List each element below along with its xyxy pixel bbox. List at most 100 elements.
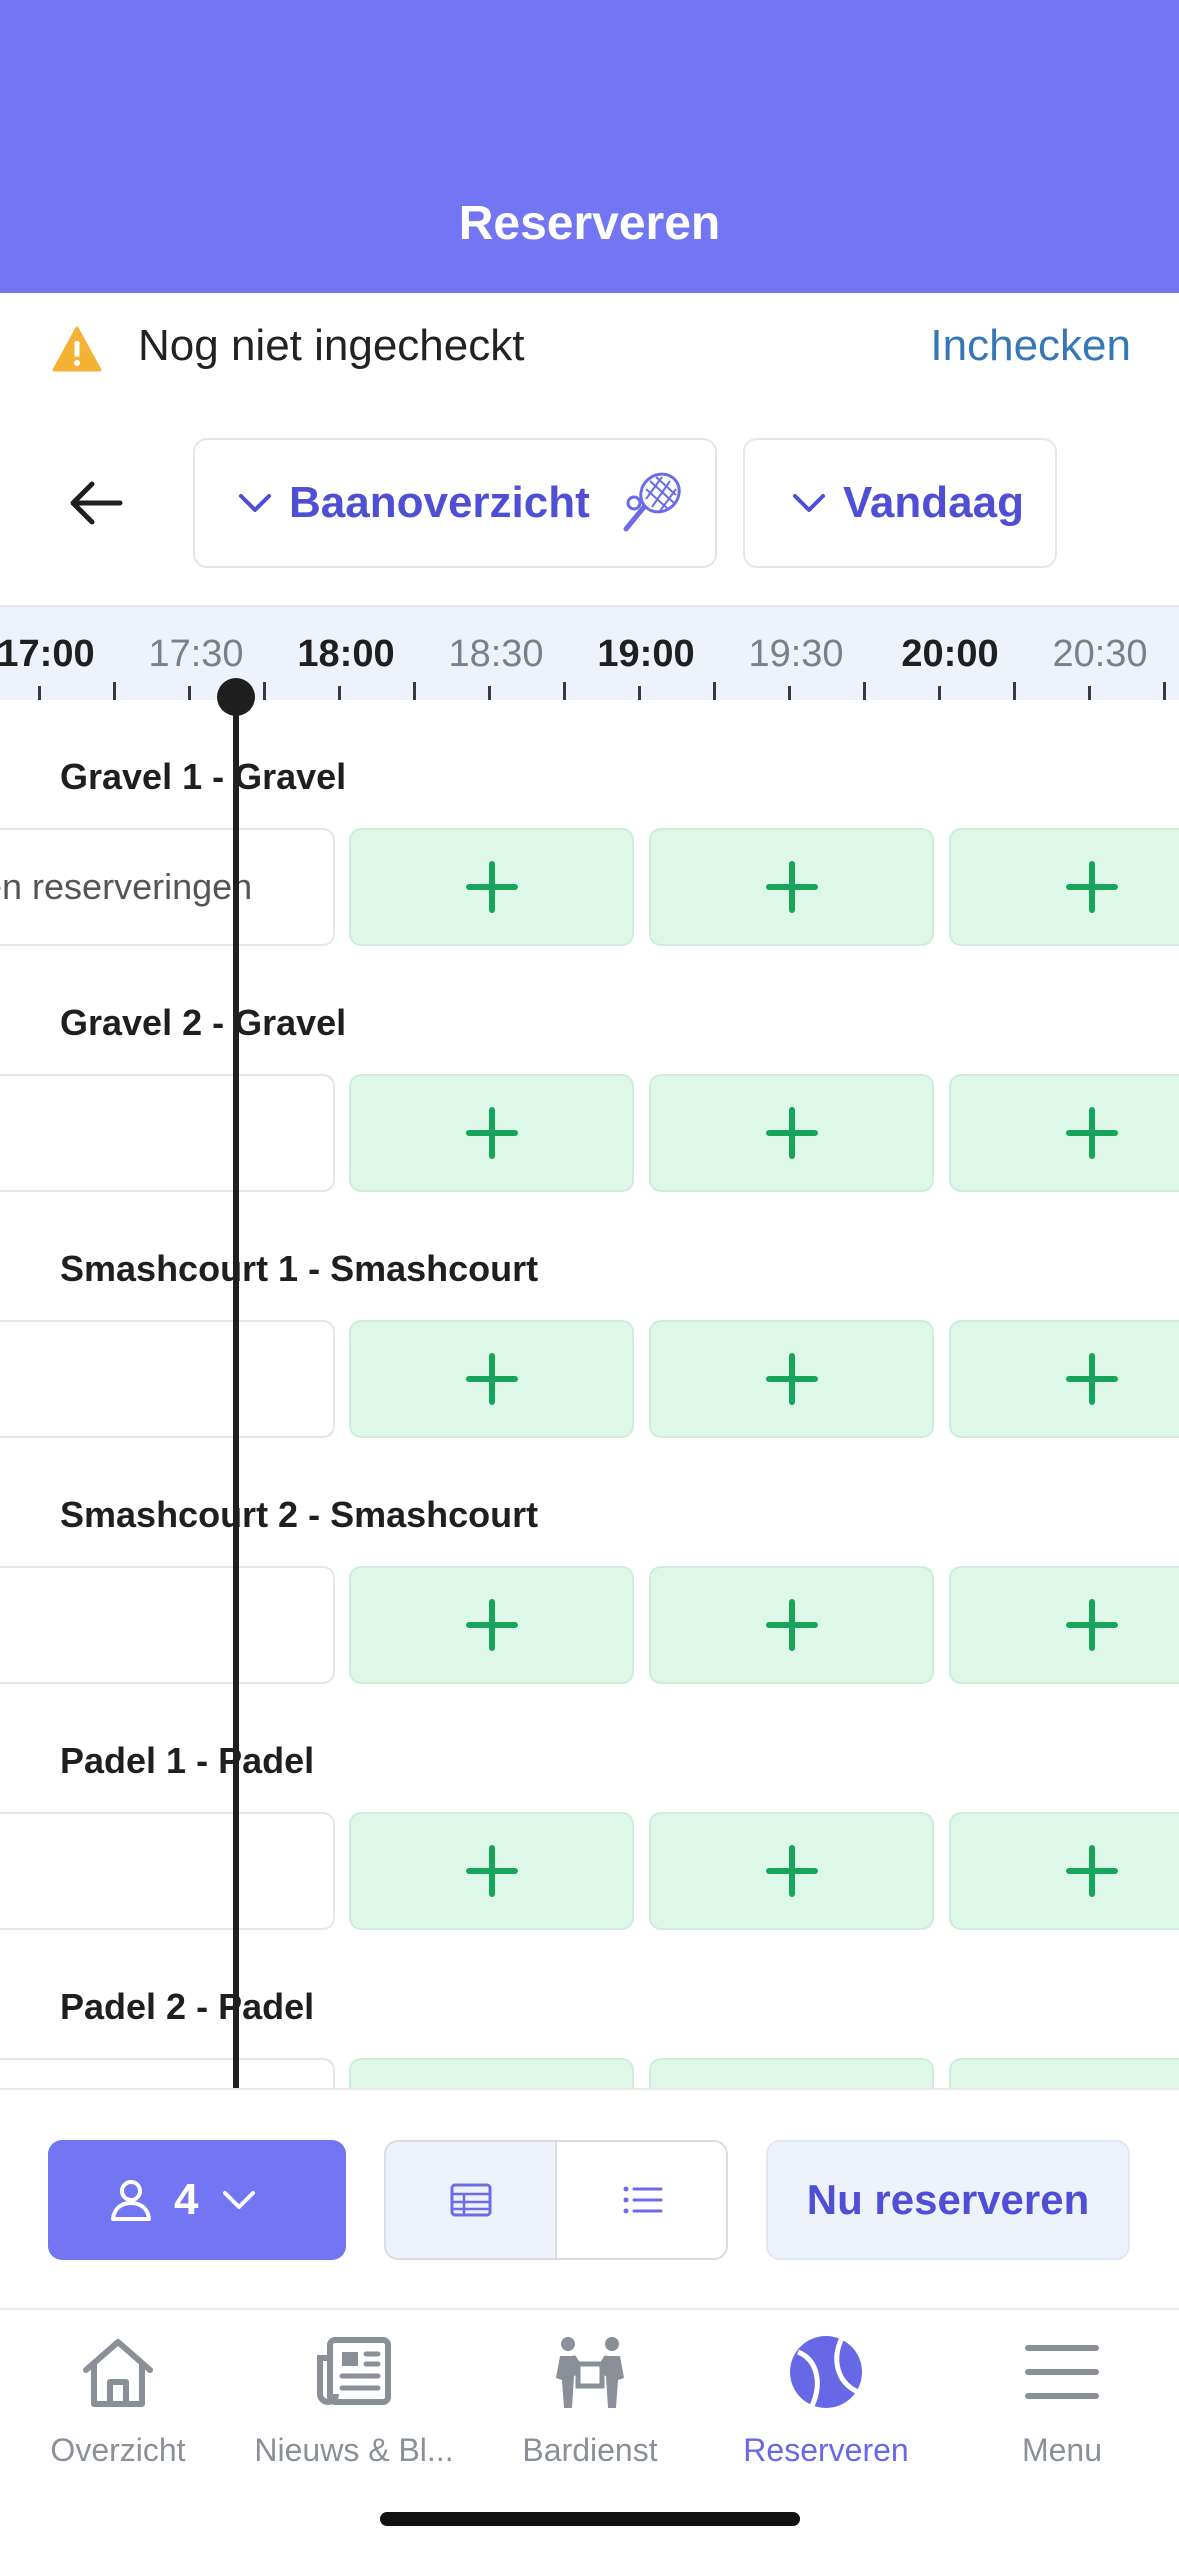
plus-icon	[1065, 1107, 1118, 1159]
tab-menu[interactable]: Menu	[944, 2330, 1179, 2469]
arrow-left-icon	[70, 481, 123, 525]
add-reservation-button[interactable]	[949, 1566, 1179, 1684]
court-title: Padel 2 - Padel	[60, 1986, 315, 2027]
add-reservation-button[interactable]	[949, 1320, 1179, 1438]
reserved-slot[interactable]	[0, 1566, 335, 1684]
time-tick	[1013, 682, 1016, 700]
add-reservation-button[interactable]	[649, 1812, 934, 1930]
add-reservation-button[interactable]	[349, 1320, 634, 1438]
time-tick	[563, 682, 566, 700]
time-label: 20:00	[901, 633, 999, 675]
reservation-action-bar: 4 Nu reserveren	[0, 2088, 1179, 2308]
add-reservation-button[interactable]	[649, 1320, 934, 1438]
tab-label: Nieuws & Bl...	[254, 2432, 454, 2468]
time-tick	[38, 686, 41, 700]
time-tick	[413, 682, 416, 700]
time-tick	[938, 686, 941, 700]
court-title: Smashcourt 2 - Smashcourt	[60, 1494, 539, 1535]
plus-icon	[765, 1599, 818, 1651]
chevron-down-icon	[793, 494, 825, 512]
add-reservation-button[interactable]	[649, 1566, 934, 1684]
checkin-link[interactable]: Inchecken	[930, 321, 1131, 370]
add-reservation-button[interactable]	[349, 1812, 634, 1930]
tab-nieuws[interactable]: Nieuws & Bl...	[236, 2330, 472, 2469]
time-tick	[263, 682, 266, 700]
day-label: Vandaag	[843, 478, 1024, 527]
time-tick	[338, 686, 341, 700]
reserved-slot[interactable]	[0, 1812, 335, 1930]
current-time-line	[233, 700, 239, 2088]
plus-icon	[765, 861, 818, 913]
add-reservation-button[interactable]	[349, 1074, 634, 1192]
time-tick	[1088, 686, 1091, 700]
time-label: 18:00	[297, 633, 395, 675]
tennis-ball-icon	[790, 2336, 862, 2408]
time-tick	[488, 686, 491, 700]
plus-icon	[465, 1353, 518, 1405]
grid-view-button[interactable]	[386, 2142, 557, 2258]
tab-reserveren[interactable]: Reserveren	[708, 2330, 944, 2469]
tab-bardienst[interactable]: Bardienst	[472, 2330, 708, 2469]
newspaper-icon	[317, 2337, 391, 2405]
time-tick	[1163, 682, 1166, 700]
add-reservation-button[interactable]	[949, 1074, 1179, 1192]
time-label: 19:00	[597, 633, 695, 675]
home-icon	[83, 2339, 153, 2407]
time-label: 19:30	[748, 633, 844, 675]
plus-icon	[1065, 1353, 1118, 1405]
court-view-dropdown[interactable]: Baanoverzicht	[193, 438, 717, 568]
bar-staff-icon	[556, 2337, 624, 2408]
add-reservation-button[interactable]	[949, 828, 1179, 946]
plus-icon	[765, 1107, 818, 1159]
court-title: Smashcourt 1 - Smashcourt	[60, 1248, 539, 1289]
reserved-slot[interactable]	[0, 1074, 335, 1192]
add-reservation-button[interactable]	[649, 828, 934, 946]
list-view-button[interactable]	[557, 2142, 726, 2258]
day-dropdown[interactable]: Vandaag	[743, 438, 1057, 568]
time-label: 17:00	[0, 633, 95, 675]
chevron-down-icon	[239, 494, 271, 512]
player-count-button[interactable]: 4	[48, 2140, 346, 2260]
add-reservation-button[interactable]	[349, 1566, 634, 1684]
plus-icon	[1065, 1845, 1118, 1897]
time-tick	[863, 682, 866, 700]
reserved-slot[interactable]: en reserveringen	[0, 828, 335, 946]
plus-icon	[465, 1107, 518, 1159]
list-icon	[623, 2186, 662, 2214]
checkin-bar: Nog niet ingecheckt Inchecken	[0, 293, 1179, 403]
add-reservation-button[interactable]	[649, 1074, 934, 1192]
add-reservation-button[interactable]	[349, 828, 634, 946]
court-view-label: Baanoverzicht	[289, 478, 590, 527]
app-header: Reserveren	[0, 0, 1179, 293]
tab-overzicht[interactable]: Overzicht	[0, 2330, 236, 2469]
warning-icon	[52, 326, 102, 372]
time-tick	[188, 686, 191, 700]
court-title: Gravel 1 - Gravel	[60, 756, 347, 797]
time-label: 18:30	[448, 633, 544, 675]
add-reservation-button[interactable]	[949, 1812, 1179, 1930]
tab-label: Overzicht	[50, 2432, 186, 2468]
court-title: Padel 1 - Padel	[60, 1740, 315, 1781]
reserve-now-button[interactable]: Nu reserveren	[766, 2140, 1130, 2260]
time-tick	[638, 686, 641, 700]
player-count: 4	[174, 2175, 199, 2224]
time-label: 20:30	[1052, 633, 1148, 675]
page-title: Reserveren	[458, 197, 721, 250]
person-icon	[111, 2180, 151, 2221]
time-tick	[113, 682, 116, 700]
tennis-racket-icon	[623, 472, 681, 532]
time-label: 17:30	[148, 633, 244, 675]
court-title: Gravel 2 - Gravel	[60, 1002, 347, 1043]
plus-icon	[1065, 1599, 1118, 1651]
home-indicator	[380, 2512, 800, 2526]
tab-label: Reserveren	[743, 2432, 909, 2468]
reserved-slot[interactable]	[0, 1320, 335, 1438]
chevron-down-icon	[223, 2191, 256, 2209]
table-icon	[450, 2183, 491, 2217]
plus-icon	[465, 1845, 518, 1897]
time-axis[interactable]: 17:00 17:30 18:00 18:30 19:00 19:30 20:0…	[0, 605, 1179, 700]
checkin-status: Nog niet ingecheckt	[138, 321, 525, 370]
back-button[interactable]	[58, 470, 134, 536]
time-tick	[713, 682, 716, 700]
slot-text: en reserveringen	[0, 866, 253, 907]
